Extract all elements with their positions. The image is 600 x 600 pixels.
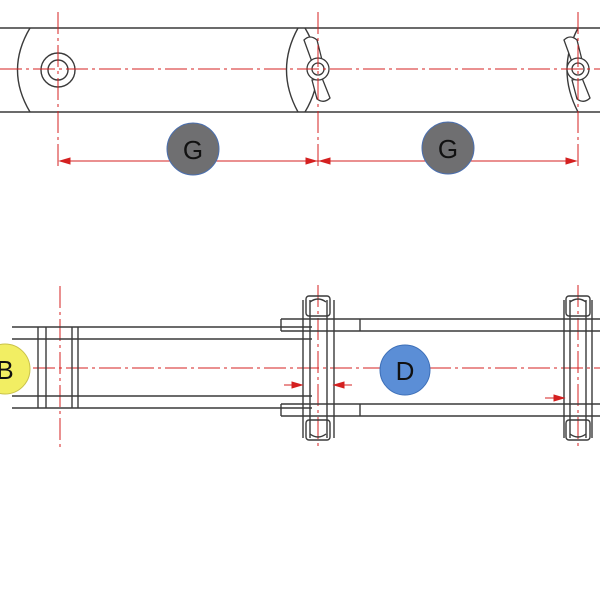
inner-link-left xyxy=(12,326,312,409)
callout-link-width-label: D xyxy=(396,356,415,386)
top-centerlines xyxy=(0,12,600,168)
pin-right-section xyxy=(563,295,593,441)
callout-left-end: B xyxy=(0,343,31,395)
callout-pitch-right-label: G xyxy=(438,134,458,164)
callout-link-width: D xyxy=(379,344,431,396)
bottom-view: B D xyxy=(0,285,600,450)
callout-pitch-left: G xyxy=(166,122,220,176)
pitch-dimension xyxy=(58,157,578,165)
callout-pitch-right: G xyxy=(421,121,475,175)
plate-end-arc-left xyxy=(16,27,31,113)
pin-middle-section xyxy=(302,295,335,441)
link-width-dimension xyxy=(284,381,566,402)
callout-pitch-left-label: G xyxy=(183,135,203,165)
top-link-plates xyxy=(0,27,600,113)
callout-left-end-label: B xyxy=(0,355,14,385)
bottom-centerlines xyxy=(0,285,600,450)
plate-end-arc-middle xyxy=(285,27,299,113)
top-view: G G xyxy=(0,12,600,176)
